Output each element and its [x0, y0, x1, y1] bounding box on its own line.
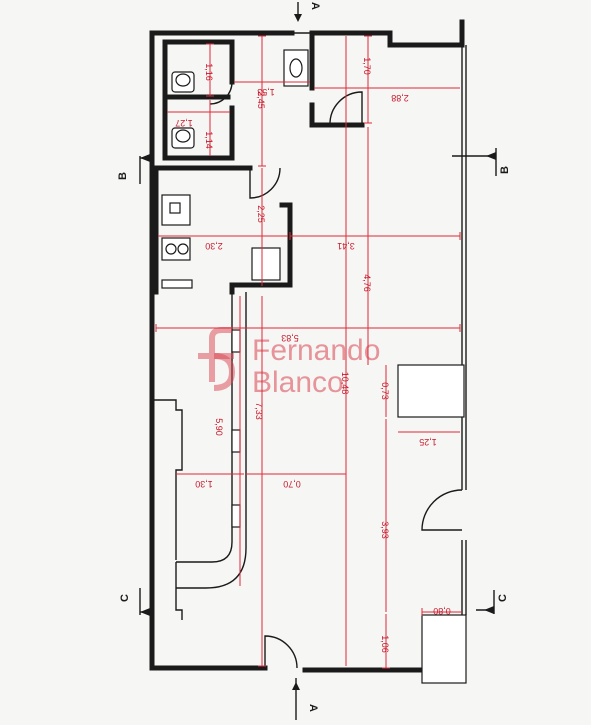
fridge-icon: [251, 247, 281, 281]
sink-room-bottom-wall: [309, 102, 365, 128]
door-swing-main-entrance: [264, 635, 298, 669]
section-marker-c-left: C: [119, 594, 131, 602]
dimension-label: 0,73: [380, 382, 390, 400]
dimension-label: 0,80: [433, 606, 451, 616]
dimension-label: 3,41: [337, 241, 355, 251]
outer-wall-top-right: [387, 19, 465, 48]
door-swing-sink-room: [329, 91, 363, 126]
kitchen-counter-icon: [161, 279, 193, 289]
dimension-labels: 1,16 1,27 1,14 2,45 1,53 1,70 2,88 2,25 …: [175, 57, 451, 653]
dimension-label: 1,27: [175, 118, 193, 128]
dimension-label: 1,53: [257, 87, 275, 97]
dimension-label: 1,14: [204, 131, 214, 149]
dimension-label: 2,25: [256, 205, 266, 223]
kitchen-right-wall: [229, 202, 293, 295]
door-swing-wc-upper: [209, 81, 233, 105]
section-marker-c-right: C: [497, 594, 509, 602]
dimension-label: 2,45: [256, 91, 266, 109]
bar-appliance-1: [231, 329, 241, 353]
stove-burner-2-icon: [177, 243, 189, 255]
bar-counter-inner: [176, 292, 233, 563]
left-wall-niche-bottom: [175, 588, 183, 620]
toilet-lower-bowl-icon: [175, 129, 191, 143]
dimension-label: 7,33: [254, 402, 264, 420]
pillar-center-right: [397, 364, 465, 418]
dimension-label: 3,93: [380, 521, 390, 539]
section-marker-b-right: B: [499, 166, 511, 174]
dimension-label: 2,30: [205, 241, 223, 251]
dimension-label: 5,83: [281, 333, 299, 343]
dimension-label: 5,90: [214, 418, 224, 436]
stove-burner-1-icon: [165, 243, 177, 255]
dimension-label: 1,16: [204, 63, 214, 81]
dimension-label: 1,30: [195, 479, 213, 489]
column-block-bottom-right: [421, 614, 467, 684]
dimension-label: 1,70: [362, 57, 372, 75]
bar-appliance-3: [231, 504, 241, 528]
walls: [149, 19, 467, 684]
section-marker-a-top: A: [309, 2, 321, 10]
dimension-label: 0,70: [283, 479, 301, 489]
dimension-label: 4,76: [362, 274, 372, 292]
doors: [209, 32, 463, 669]
dimension-lines: [155, 35, 462, 669]
watermark-line-2: Blanco: [252, 366, 344, 399]
dimension-label: 10,48: [340, 372, 350, 395]
kitchen-sink-basin-icon: [169, 202, 181, 214]
section-marker-a-bottom: A: [307, 704, 319, 712]
washbasin-icon: [289, 58, 303, 78]
door-swing-kitchen: [249, 167, 281, 199]
toilet-upper-bowl-icon: [175, 73, 191, 87]
bar-counter-outer: [176, 292, 247, 589]
section-marker-b-left: B: [117, 172, 129, 180]
watermark-line-1: Fernando: [252, 334, 380, 367]
watermark-logo-curve-icon: [213, 353, 236, 391]
dimension-label: 1,25: [419, 437, 437, 447]
kitchen-sink-icon: [161, 194, 191, 226]
door-swing-facade: [421, 489, 463, 531]
dimension-label: 2,88: [391, 93, 409, 103]
section-markers: A A B B C C: [117, 2, 511, 720]
dimension-label: 1,06: [380, 635, 390, 653]
watermark: Fernando Blanco: [198, 327, 380, 399]
left-wall-niche: [152, 399, 183, 560]
bar-appliance-2: [231, 429, 241, 453]
